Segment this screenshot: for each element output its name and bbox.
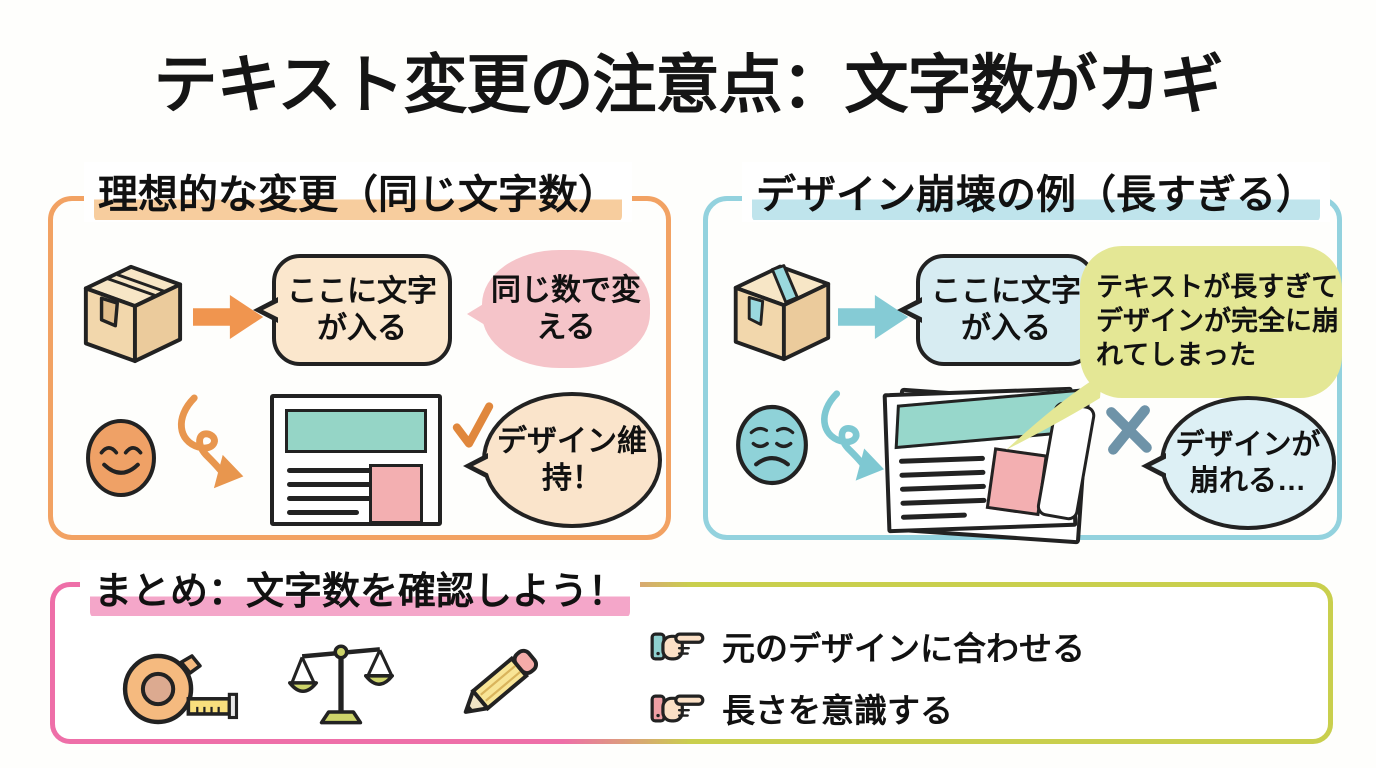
broken-heading-text: デザイン崩壊の例（長すぎる） <box>752 173 1320 222</box>
ideal-heading-text: 理想的な変更（同じ文字数） <box>94 173 622 222</box>
page-image-block <box>369 464 423 524</box>
summary-point-1: 元のデザインに合わせる <box>722 630 1085 667</box>
summary-heading-text: まとめ：文字数を確認しよう！ <box>90 571 631 618</box>
placeholder-text-bubble: ここに文字が入る <box>897 254 1096 366</box>
same-count-note-text: 同じ数で変える <box>491 273 641 345</box>
cross-mark-icon <box>1106 405 1152 455</box>
too-long-note-text: テキストが長すぎてデザインが完全に崩れてしまった <box>1096 272 1339 370</box>
arrow-right-icon <box>193 295 264 339</box>
curly-arrow-icon <box>177 394 244 489</box>
text-line <box>900 512 967 520</box>
placeholder-text-bubble: ここに文字が入る <box>253 254 452 366</box>
happy-face-icon <box>86 418 156 498</box>
placeholder-text: ここに文字が入る <box>931 274 1081 346</box>
broken-panel-heading: デザイン崩壊の例（長すぎる） <box>742 162 1330 222</box>
too-long-note-bubble: テキストが長すぎてデザインが完全に崩れてしまった <box>1080 246 1342 398</box>
text-line <box>900 497 987 506</box>
design-kept-bubble: デザイン維持！ <box>463 392 662 528</box>
text-line <box>287 510 359 515</box>
text-line <box>899 469 986 478</box>
cardboard-box-taped-icon <box>733 264 831 362</box>
page-header-banner <box>285 409 427 453</box>
text-line <box>287 482 377 487</box>
balance-scale-icon <box>288 644 394 725</box>
check-mark-icon <box>452 402 494 448</box>
ideal-panel-heading: 理想的な変更（同じ文字数） <box>84 162 632 222</box>
text-line <box>287 496 377 501</box>
page-title: テキスト変更の注意点：文字数がカギ <box>153 49 1223 121</box>
curly-arrow-icon <box>821 390 885 481</box>
design-kept-text: デザイン維持！ <box>497 424 647 496</box>
text-line <box>898 455 986 464</box>
arrow-right-icon <box>838 295 909 339</box>
text-line <box>899 483 986 492</box>
design-breaks-bubble: デザインが崩れる… <box>1141 396 1336 530</box>
summary-point-2: 長さを意識する <box>722 692 953 729</box>
summary-panel-heading: まとめ：文字数を確認しよう！ <box>80 560 641 618</box>
text-line <box>287 468 377 473</box>
cardboard-box-icon <box>83 264 183 364</box>
same-count-note-bubble: 同じ数で変える <box>467 250 650 368</box>
bubble-tail-shape <box>1006 374 1102 450</box>
placeholder-text: ここに文字が入る <box>287 274 437 346</box>
design-breaks-text: デザインが崩れる… <box>1175 428 1321 497</box>
pencil-icon <box>463 648 539 714</box>
sad-face-icon <box>736 404 808 486</box>
pointing-finger-icon <box>650 632 705 661</box>
measuring-tape-icon <box>122 653 239 725</box>
webpage-mockup-intact <box>270 394 442 526</box>
pointing-finger-icon <box>650 694 705 723</box>
